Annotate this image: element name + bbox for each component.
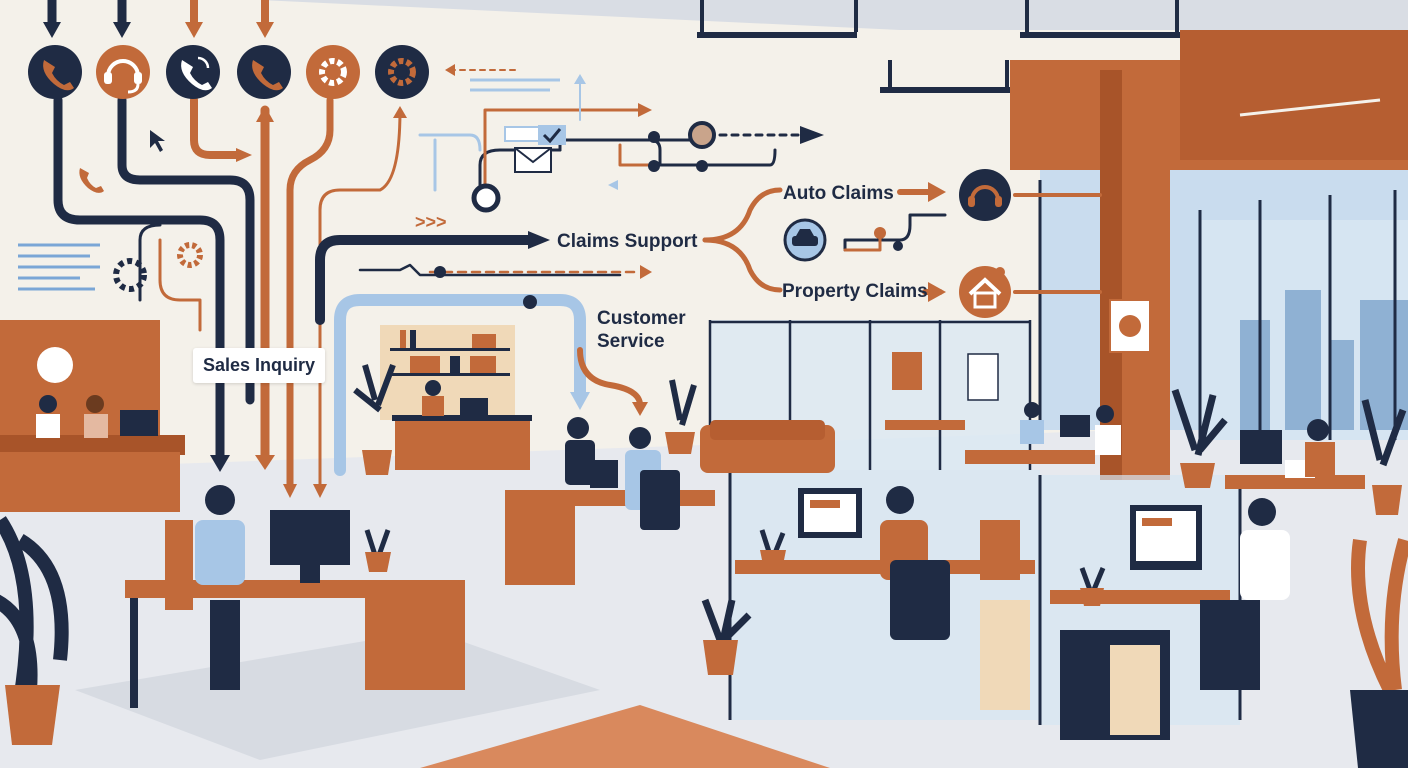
customer-service-line2: Service [597, 331, 665, 352]
headset-icon [96, 45, 150, 99]
document-lines [18, 243, 100, 291]
flow-lines [47, 0, 1102, 494]
back-office [380, 325, 532, 470]
phone-icon [28, 45, 82, 99]
ceiling [260, 0, 1408, 30]
flow-nodes: >>> [415, 121, 1005, 309]
gear-icon [375, 45, 429, 99]
phone-icon [166, 45, 220, 99]
reception-area [0, 320, 185, 512]
headset-icon [959, 169, 1011, 221]
gear-icon [306, 45, 360, 99]
gear-icon [177, 242, 203, 268]
envelope-icon [504, 126, 552, 173]
phone-icon [79, 168, 104, 193]
gear-icon [113, 258, 147, 292]
ceiling-lights [697, 0, 1180, 93]
property-claims-label: Property Claims [782, 281, 928, 302]
car-icon [783, 218, 827, 262]
claims-support-label: Claims Support [557, 231, 698, 252]
customer-service-label: Customer Service [597, 307, 686, 353]
cursor-icon [150, 130, 165, 152]
sales-inquiry-box: Sales Inquiry [193, 348, 326, 383]
sales-inquiry-label: Sales Inquiry [203, 355, 316, 375]
architecture [1010, 30, 1408, 480]
plants [0, 363, 1408, 768]
svg-text:>>>: >>> [415, 212, 447, 232]
house-icon [959, 266, 1011, 318]
phone-icon [237, 45, 291, 99]
arrowheads [43, 22, 946, 498]
workstations [75, 402, 1365, 768]
auto-claims-label: Auto Claims [783, 183, 894, 204]
customer-service-line1: Customer [597, 308, 686, 329]
checkmark-icon [538, 125, 566, 145]
document-lines [470, 78, 560, 92]
